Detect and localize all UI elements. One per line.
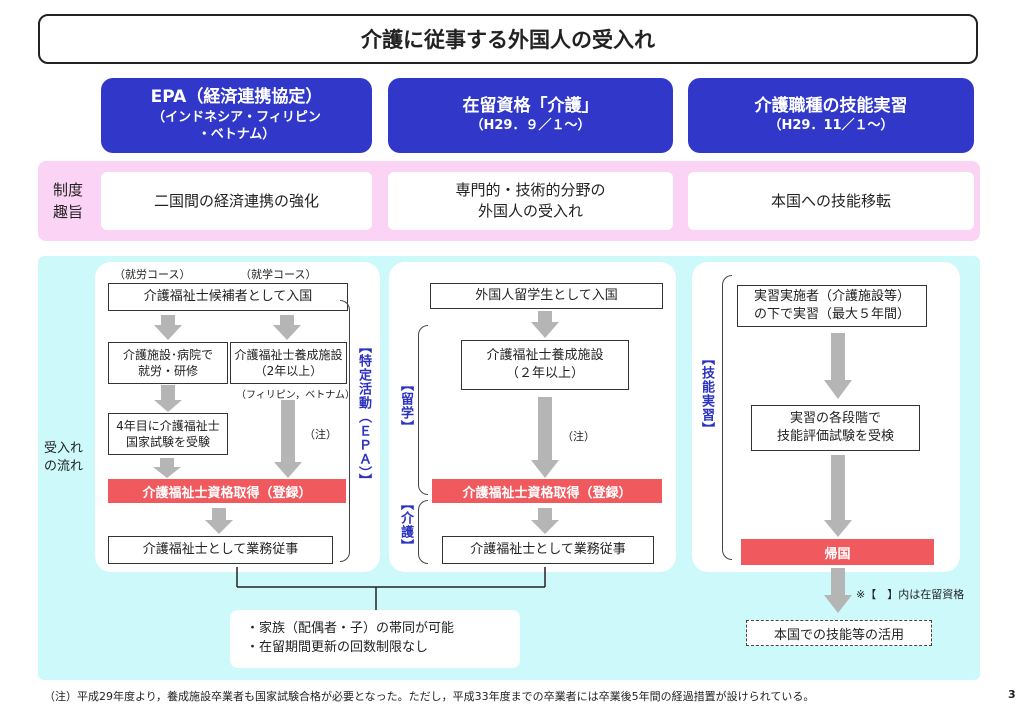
header-epa-sub2: ・ベトナム） — [197, 127, 276, 143]
header-intern: 介護職種の技能実習 （H29．11／１～） — [688, 78, 974, 153]
kaigo-entry-text: 外国人留学生として入国 — [475, 288, 618, 304]
header-kaigo: 在留資格「介護」 （H29．９／１～） — [388, 78, 673, 153]
purpose-intern-text: 本国への技能移転 — [770, 191, 891, 210]
kaigo-note: （注） — [562, 430, 595, 443]
flow-label-line1: 受入れ — [44, 441, 84, 456]
purpose-kaigo-line2: 外国人の受入れ — [477, 202, 583, 220]
page-number: 3 — [1008, 688, 1016, 701]
epa-school-line1: 介護福祉士養成施設 — [234, 347, 343, 362]
kaigo-school-line2: （２年以上） — [505, 366, 584, 381]
epa-cert-bar: 介護福祉士資格取得（登録） — [108, 479, 346, 503]
flow-label: 受入れ の流れ — [44, 440, 83, 475]
epa-exam-box: 4年目に介護福祉士 国家試験を受験 — [108, 413, 228, 455]
family-line2: ・在留期間更新の回数制限なし — [246, 639, 429, 655]
epa-work-train-line1: 介護施設･病院で — [122, 347, 213, 362]
purpose-label: 制度 趣旨 — [40, 174, 96, 230]
kaigo-study-bracket — [418, 325, 428, 495]
intern-step2-box: 実習の各段階で 技能評価試験を受検 — [751, 405, 920, 451]
kaigo-work-text: 介護福祉士として業務従事 — [470, 542, 626, 558]
epa-note: （注） — [304, 428, 337, 441]
header-epa-title: EPA（経済連携協定） — [150, 87, 323, 108]
epa-work-box: 介護福祉士として業務従事 — [108, 536, 333, 564]
epa-school-line2: （2年以上） — [254, 364, 323, 378]
purpose-intern: 本国への技能移転 — [688, 172, 974, 230]
intern-return-bar: 帰国 — [741, 539, 934, 565]
intern-status-bracket — [722, 275, 732, 560]
header-intern-title: 介護職種の技能実習 — [754, 96, 908, 117]
epa-exam-line2: 国家試験を受験 — [125, 435, 210, 449]
kaigo-cert-bar: 介護福祉士資格取得（登録） — [432, 479, 662, 503]
kaigo-entry-box: 外国人留学生として入国 — [430, 283, 663, 309]
footer-note: （注）平成29年度より，養成施設卒業者も国家試験合格が必要となった。ただし，平成… — [44, 690, 815, 703]
epa-work-train-box: 介護施設･病院で 就労・研修 — [108, 342, 228, 384]
header-kaigo-title: 在留資格「介護」 — [462, 96, 599, 117]
header-epa-sub1: （インドネシア・フィリピン — [152, 109, 321, 125]
intern-after-box: 本国での技能等の活用 — [746, 620, 932, 646]
epa-status-label: 【特定活動（ＥＰＡ）】 — [356, 340, 371, 488]
header-intern-sub: （H29．11／１～） — [768, 118, 894, 134]
intern-step1-line2: の下で実習（最大５年間） — [753, 307, 910, 322]
intern-step1-line1: 実習実施者（介護施設等） — [753, 289, 910, 305]
kaigo-school-line1: 介護福祉士養成施設 — [486, 348, 604, 364]
flow-label-line2: の流れ — [44, 458, 84, 474]
intern-step1-box: 実習実施者（介護施設等） の下で実習（最大５年間） — [737, 285, 927, 327]
purpose-kaigo: 専門的・技術的分野の 外国人の受入れ — [388, 172, 673, 230]
page-title: 介護に従事する外国人の受入れ — [38, 14, 978, 64]
intern-status-label: 【技能実習】 — [699, 352, 714, 436]
kaigo-status-care: 【介護】 — [398, 497, 413, 553]
epa-status-bracket — [340, 300, 350, 562]
epa-course-work: （就労コース） — [114, 268, 191, 281]
epa-school-box: 介護福祉士養成施設 （2年以上） — [230, 342, 347, 384]
intern-step2-line1: 実習の各段階で — [789, 411, 881, 427]
purpose-epa: 二国間の経済連携の強化 — [101, 172, 372, 230]
epa-school-note: （フィリピン，ベトナム） — [236, 390, 355, 401]
epa-cert-text: 介護福祉士資格取得（登録） — [142, 485, 312, 501]
epa-entry-text: 介護福祉士候補者として入国 — [143, 289, 313, 305]
kaigo-status-study: 【留学】 — [398, 378, 413, 434]
family-box: ・家族（配偶者・子）の帯同が可能 ・在留期間更新の回数制限なし — [230, 610, 520, 668]
intern-return-text: 帰国 — [824, 546, 851, 562]
family-line1: ・家族（配偶者・子）の帯同が可能 — [246, 621, 455, 636]
kaigo-care-bracket — [418, 500, 428, 564]
header-kaigo-sub: （H29．９／１～） — [470, 118, 591, 134]
epa-course-study: （就学コース） — [240, 268, 317, 281]
intern-status-note: ※【 】内は在留資格 — [856, 588, 965, 601]
header-epa: EPA（経済連携協定） （インドネシア・フィリピン ・ベトナム） — [101, 78, 372, 153]
purpose-label-line1: 制度 — [52, 181, 83, 200]
kaigo-school-box: 介護福祉士養成施設 （２年以上） — [461, 340, 629, 390]
purpose-label-line2: 趣旨 — [52, 203, 83, 221]
purpose-epa-text: 二国間の経済連携の強化 — [153, 191, 319, 210]
intern-step2-line2: 技能評価試験を受検 — [776, 429, 894, 444]
intern-after-text: 本国での技能等の活用 — [773, 627, 904, 643]
kaigo-work-box: 介護福祉士として業務従事 — [442, 536, 654, 564]
kaigo-cert-text: 介護福祉士資格取得（登録） — [462, 485, 632, 501]
epa-entry-box: 介護福祉士候補者として入国 — [108, 283, 348, 311]
purpose-kaigo-line1: 専門的・技術的分野の — [455, 181, 606, 199]
epa-work-text: 介護福祉士として業務従事 — [142, 542, 299, 558]
epa-exam-line1: 4年目に介護福祉士 — [116, 418, 220, 433]
epa-work-train-line2: 就労・研修 — [137, 364, 198, 378]
